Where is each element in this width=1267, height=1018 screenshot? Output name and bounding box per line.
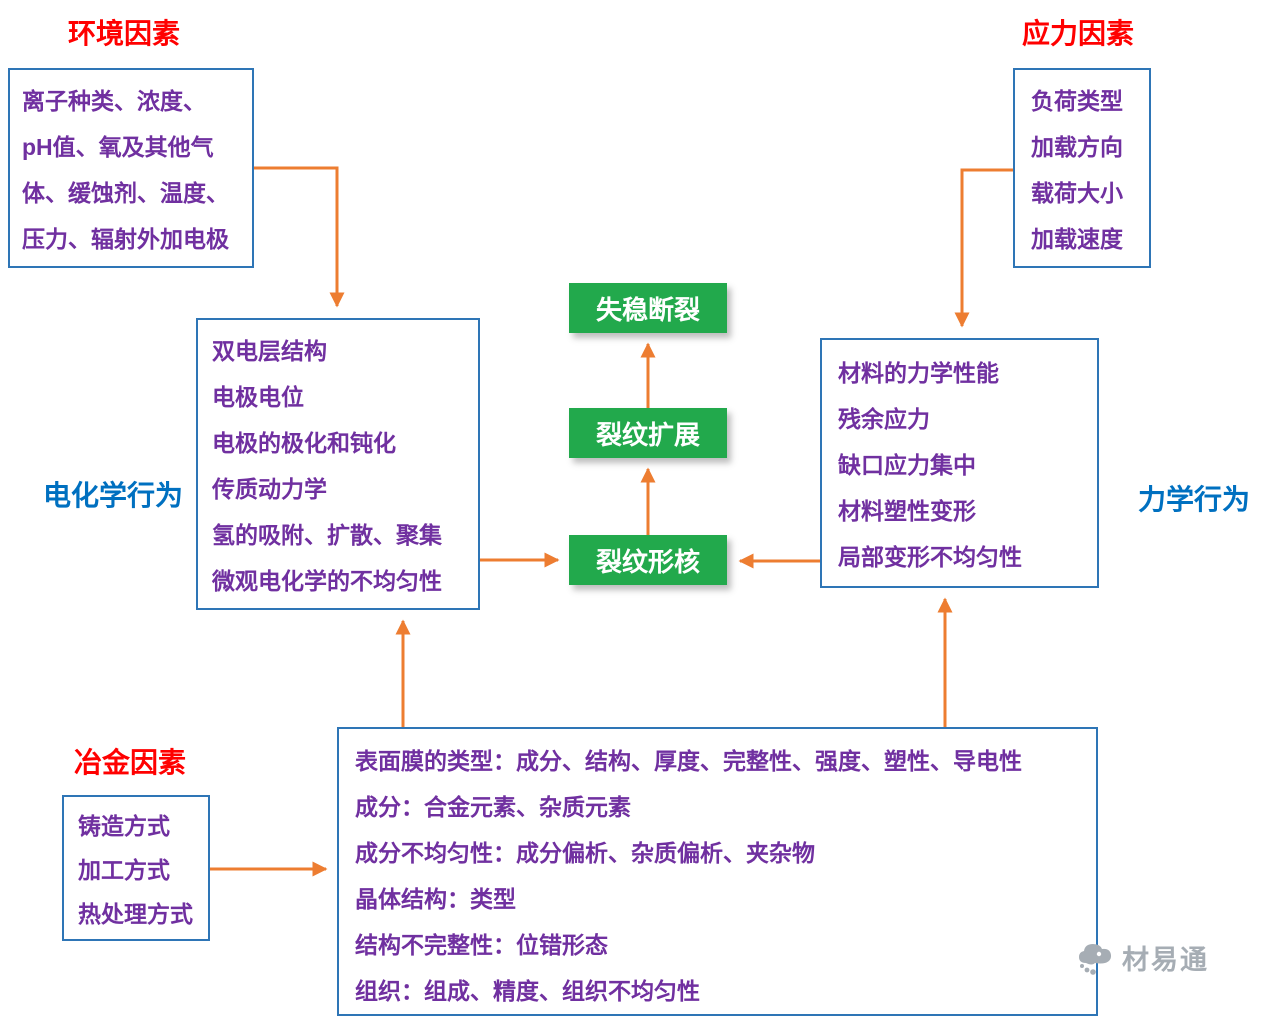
env-factors-box: 离子种类、浓度、 pH值、氧及其他气 体、缓蚀剂、温度、 压力、辐射外加电极 [8, 68, 254, 268]
surface-line: 表面膜的类型：成分、结构、厚度、完整性、强度、塑性、导电性 [355, 748, 1022, 774]
mechanics-line: 局部变形不均匀性 [838, 544, 1022, 570]
surface-line: 成分：合金元素、杂质元素 [355, 794, 631, 820]
electrochem-line: 传质动力学 [212, 476, 327, 502]
env-line: 压力、辐射外加电极 [22, 226, 229, 252]
metallurgy-line: 热处理方式 [78, 901, 193, 927]
env-line: pH值、氧及其他气 [22, 134, 214, 160]
metallurgy-line: 铸造方式 [78, 813, 170, 839]
metallurgy-factors-title: 冶金因素 [74, 747, 187, 778]
mechanics-line: 残余应力 [838, 406, 930, 432]
watermark-text: 材易通 [1122, 945, 1209, 975]
crack-propagation-node: 裂纹扩展 [569, 408, 727, 458]
mechanics-line: 缺口应力集中 [838, 452, 976, 478]
mechanics-line: 材料的力学性能 [838, 360, 999, 386]
watermark-logo-icon [1079, 943, 1112, 975]
stress-line: 加载方向 [1031, 134, 1123, 160]
metallurgy-line: 加工方式 [78, 857, 170, 883]
env-line: 体、缓蚀剂、温度、 [22, 180, 229, 206]
unstable-fracture-node: 失稳断裂 [569, 283, 727, 333]
env-line: 离子种类、浓度、 [22, 88, 206, 114]
surface-line: 成分不均匀性：成分偏析、杂质偏析、夹杂物 [355, 840, 815, 866]
surface-film-box: 表面膜的类型：成分、结构、厚度、完整性、强度、塑性、导电性 成分：合金元素、杂质… [337, 727, 1098, 1016]
electrochem-line: 双电层结构 [212, 338, 327, 364]
surface-line: 组织：组成、精度、组织不均匀性 [355, 978, 700, 1004]
arrow-env-to-electrochem [254, 166, 345, 308]
crack-nucleation-node: 裂纹形核 [569, 535, 727, 585]
mechanical-behavior-box: 材料的力学性能 残余应力 缺口应力集中 材料塑性变形 局部变形不均匀性 [820, 338, 1099, 588]
stress-line: 载荷大小 [1031, 180, 1123, 206]
stress-line: 负荷类型 [1031, 88, 1123, 114]
surface-line: 结构不完整性：位错形态 [355, 932, 608, 958]
mechanical-behavior-label: 力学行为 [1138, 484, 1251, 515]
stress-factors-title: 应力因素 [1022, 18, 1135, 49]
env-factors-title: 环境因素 [68, 18, 181, 49]
stress-line: 加载速度 [1031, 226, 1123, 252]
electrochem-line: 微观电化学的不均匀性 [212, 568, 442, 594]
arrow-stress-to-mechanics [954, 168, 1013, 328]
electrochemical-behavior-label: 电化学行为 [43, 480, 184, 511]
surface-line: 晶体结构：类型 [355, 886, 516, 912]
mechanics-line: 材料塑性变形 [838, 498, 976, 524]
stress-factors-box: 负荷类型 加载方向 载荷大小 加载速度 [1013, 68, 1151, 268]
electrochem-line: 电极电位 [212, 384, 304, 410]
electrochem-line: 氢的吸附、扩散、聚集 [212, 522, 442, 548]
electrochem-line: 电极的极化和钝化 [212, 430, 396, 456]
metallurgy-factors-box: 铸造方式 加工方式 热处理方式 [62, 795, 210, 941]
electrochemical-behavior-box: 双电层结构 电极电位 电极的极化和钝化 传质动力学 氢的吸附、扩散、聚集 微观电… [196, 318, 480, 610]
watermark: 材易通 [1072, 938, 1209, 977]
